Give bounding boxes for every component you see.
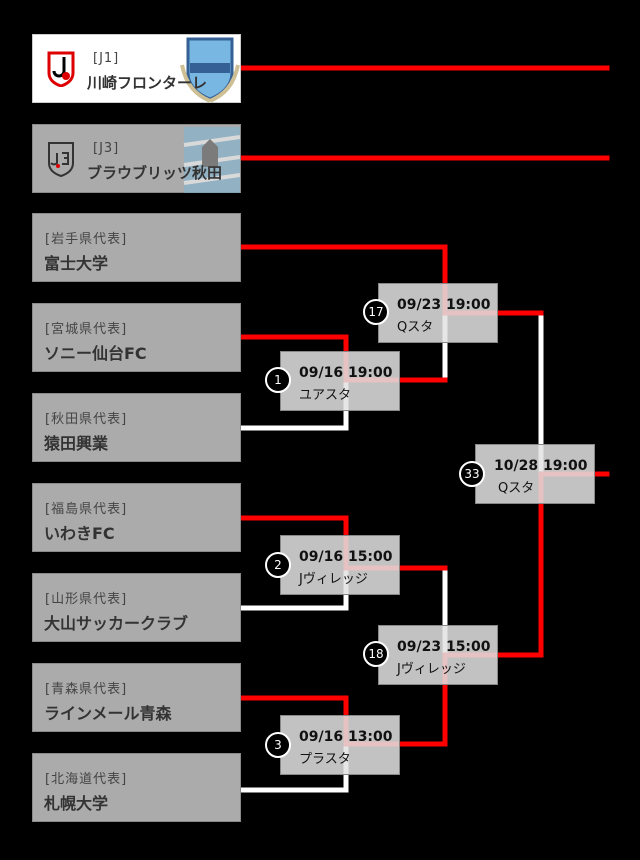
match-venue: Jヴィレッジ xyxy=(397,662,466,677)
team-reinmeer-aomori[interactable]: [青森県代表] ラインメール青森 xyxy=(32,663,241,732)
club-crest-icon xyxy=(180,37,240,103)
match-number-badge: 33 xyxy=(459,461,485,487)
club-crest-icon xyxy=(183,127,240,193)
match-18[interactable]: 09/23 15:00 Jヴィレッジ xyxy=(378,625,498,685)
match-venue: ユアスタ xyxy=(299,388,352,403)
team-name: ソニー仙台FC xyxy=(44,344,147,363)
team-prefecture-tag: [宮城県代表] xyxy=(45,322,128,337)
match-venue: プラスタ xyxy=(299,752,351,767)
team-name: 大山サッカークラブ xyxy=(44,614,189,633)
match-datetime: 09/23 19:00 xyxy=(397,297,491,313)
team-prefecture-tag: [山形県代表] xyxy=(45,592,128,607)
team-name: ブラウブリッツ秋田 xyxy=(87,164,223,182)
match-2[interactable]: 09/16 15:00 Jヴィレッジ xyxy=(280,535,400,595)
team-blaublitz-akita[interactable]: [J3] ブラウブリッツ秋田 xyxy=(32,124,241,193)
team-name: 札幌大学 xyxy=(44,794,109,813)
team-name: いわきFC xyxy=(44,524,115,543)
match-datetime: 09/16 13:00 xyxy=(299,729,393,745)
match-datetime: 09/16 15:00 xyxy=(299,549,393,565)
team-saruta-kogyo[interactable]: [秋田県代表] 猿田興業 xyxy=(32,393,241,462)
team-name: ラインメール青森 xyxy=(44,704,172,723)
match-venue: Qスタ xyxy=(498,481,535,496)
team-league-tag: [J3] xyxy=(93,141,120,156)
match-1[interactable]: 09/16 19:00 ユアスタ xyxy=(280,351,400,411)
match-venue: Qスタ xyxy=(397,320,434,335)
match-number-badge: 1 xyxy=(265,367,291,393)
team-prefecture-tag: [岩手県代表] xyxy=(45,232,128,247)
team-oyama-soccer-club[interactable]: [山形県代表] 大山サッカークラブ xyxy=(32,573,241,642)
team-sapporo-university[interactable]: [北海道代表] 札幌大学 xyxy=(32,753,241,822)
team-kawasaki-frontale[interactable]: [J1] 川崎フロンターレ xyxy=(32,34,241,103)
match-3[interactable]: 09/16 13:00 プラスタ xyxy=(280,715,400,775)
team-prefecture-tag: [秋田県代表] xyxy=(45,412,128,427)
match-number-badge: 18 xyxy=(363,641,389,667)
team-name: 川崎フロンターレ xyxy=(87,74,208,92)
team-name: 富士大学 xyxy=(44,254,109,273)
team-league-tag: [J1] xyxy=(93,51,120,66)
match-datetime: 10/28 19:00 xyxy=(494,458,588,474)
match-number-badge: 2 xyxy=(265,552,291,578)
j-league-emblem-icon xyxy=(47,51,75,87)
team-prefecture-tag: [福島県代表] xyxy=(45,502,128,517)
match-33[interactable]: 10/28 19:00 Qスタ xyxy=(475,444,595,504)
match-number-badge: 3 xyxy=(265,732,291,758)
team-sony-sendai[interactable]: [宮城県代表] ソニー仙台FC xyxy=(32,303,241,372)
team-fuji-university[interactable]: [岩手県代表] 富士大学 xyxy=(32,213,241,282)
match-datetime: 09/23 15:00 xyxy=(397,639,491,655)
match-17[interactable]: 09/23 19:00 Qスタ xyxy=(378,283,498,343)
team-name: 猿田興業 xyxy=(44,434,109,453)
match-venue: Jヴィレッジ xyxy=(299,572,368,587)
match-datetime: 09/16 19:00 xyxy=(299,365,393,381)
team-prefecture-tag: [北海道代表] xyxy=(45,772,128,787)
team-iwaki-fc[interactable]: [福島県代表] いわきFC xyxy=(32,483,241,552)
j3-league-emblem-icon xyxy=(48,142,74,177)
team-prefecture-tag: [青森県代表] xyxy=(45,682,128,697)
match-number-badge: 17 xyxy=(363,299,389,325)
